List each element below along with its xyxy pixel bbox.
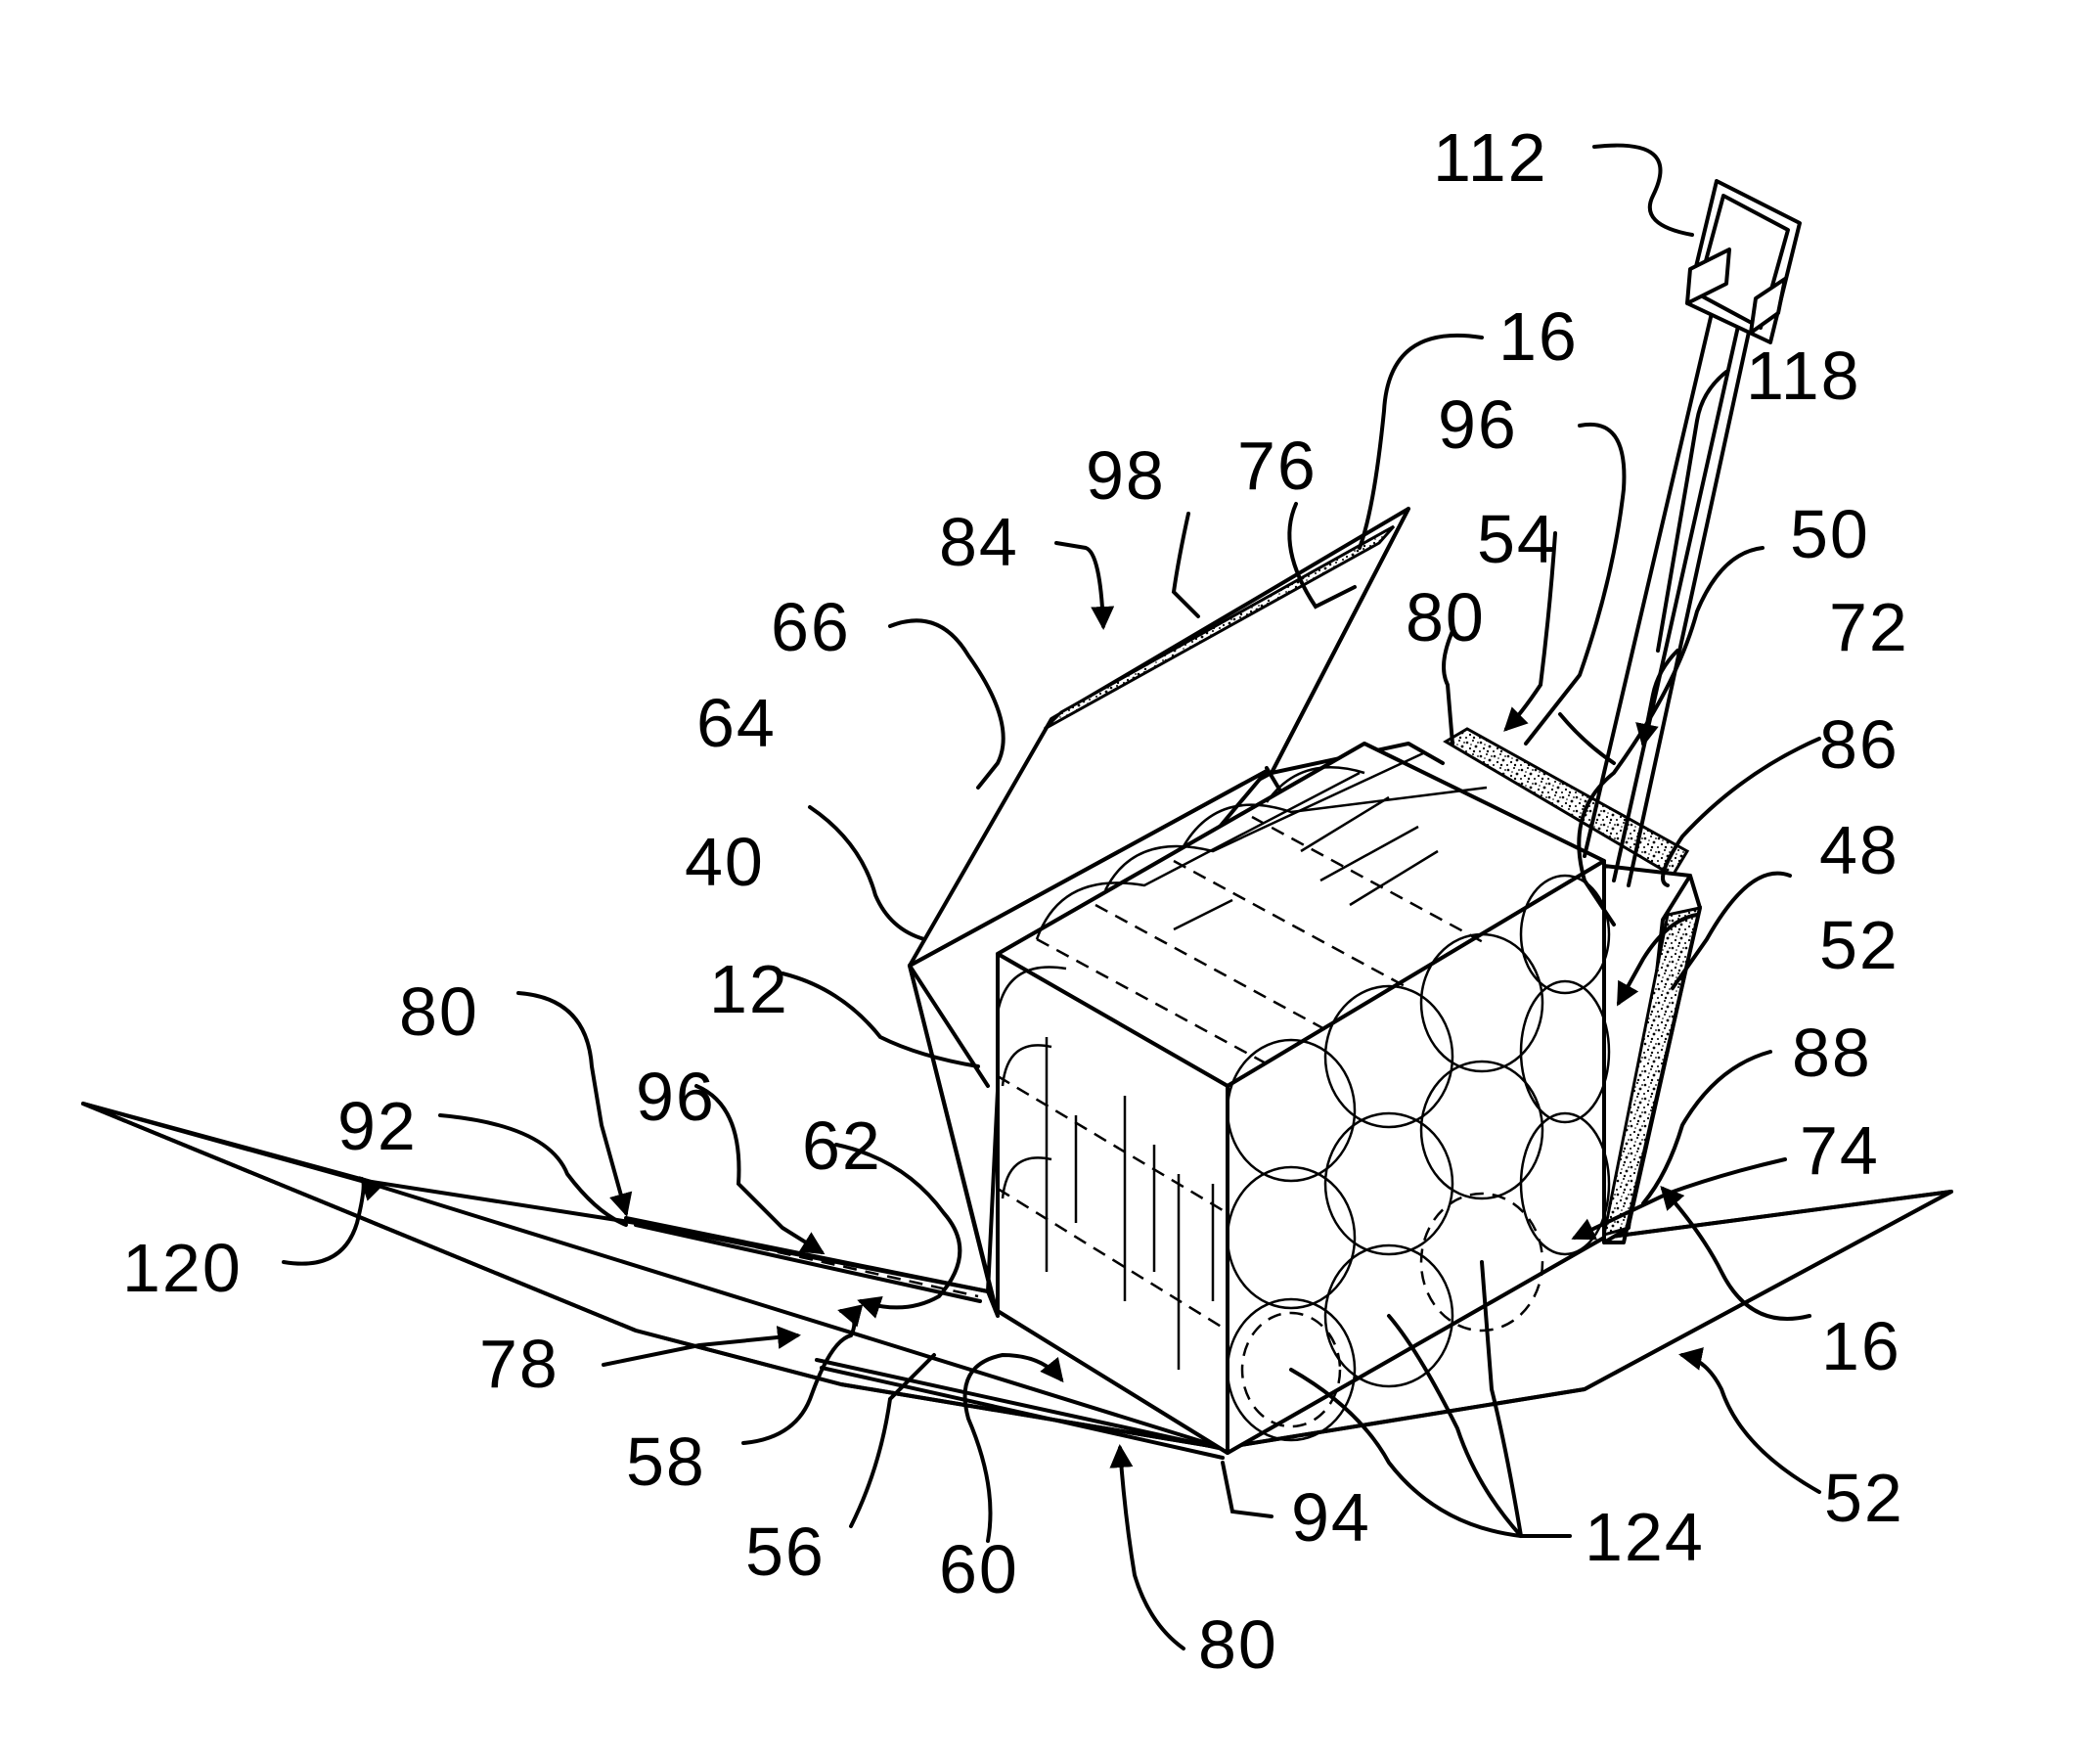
ref-86: 86: [1819, 706, 1899, 783]
ref-92: 92: [337, 1088, 418, 1164]
ref-74: 74: [1800, 1112, 1880, 1189]
ref-78: 78: [479, 1326, 559, 1402]
ref-72: 72: [1829, 589, 1909, 665]
ref-62: 62: [802, 1107, 882, 1184]
ref-94: 94: [1291, 1479, 1371, 1556]
ref-80-bottom: 80: [1198, 1606, 1278, 1683]
ref-66: 66: [771, 589, 851, 665]
ref-52-bottom: 52: [1824, 1460, 1904, 1536]
ref-96-top: 96: [1438, 386, 1518, 463]
ref-48: 48: [1819, 812, 1899, 888]
ref-12: 12: [709, 951, 789, 1027]
ref-56: 56: [745, 1514, 826, 1590]
ref-60: 60: [939, 1531, 1019, 1607]
ref-54: 54: [1477, 501, 1557, 577]
ref-124: 124: [1585, 1499, 1705, 1575]
ref-120: 120: [122, 1230, 243, 1306]
ref-52-right: 52: [1819, 907, 1899, 983]
ref-112: 112: [1433, 119, 1548, 196]
ref-84: 84: [939, 504, 1019, 580]
ref-64: 64: [696, 685, 777, 761]
ref-76: 76: [1237, 428, 1318, 504]
ref-80-left: 80: [399, 973, 479, 1050]
ref-40: 40: [685, 824, 765, 900]
ref-16-top: 16: [1498, 298, 1579, 375]
handle-grip-112: [1687, 181, 1800, 342]
ref-98: 98: [1086, 437, 1166, 514]
ref-96-left: 96: [636, 1059, 716, 1135]
ref-16-right: 16: [1821, 1308, 1901, 1384]
ref-118: 118: [1746, 338, 1861, 414]
ref-50: 50: [1790, 496, 1870, 572]
ref-80-top: 80: [1406, 579, 1486, 655]
ref-58: 58: [626, 1423, 706, 1500]
ref-88: 88: [1792, 1015, 1872, 1091]
